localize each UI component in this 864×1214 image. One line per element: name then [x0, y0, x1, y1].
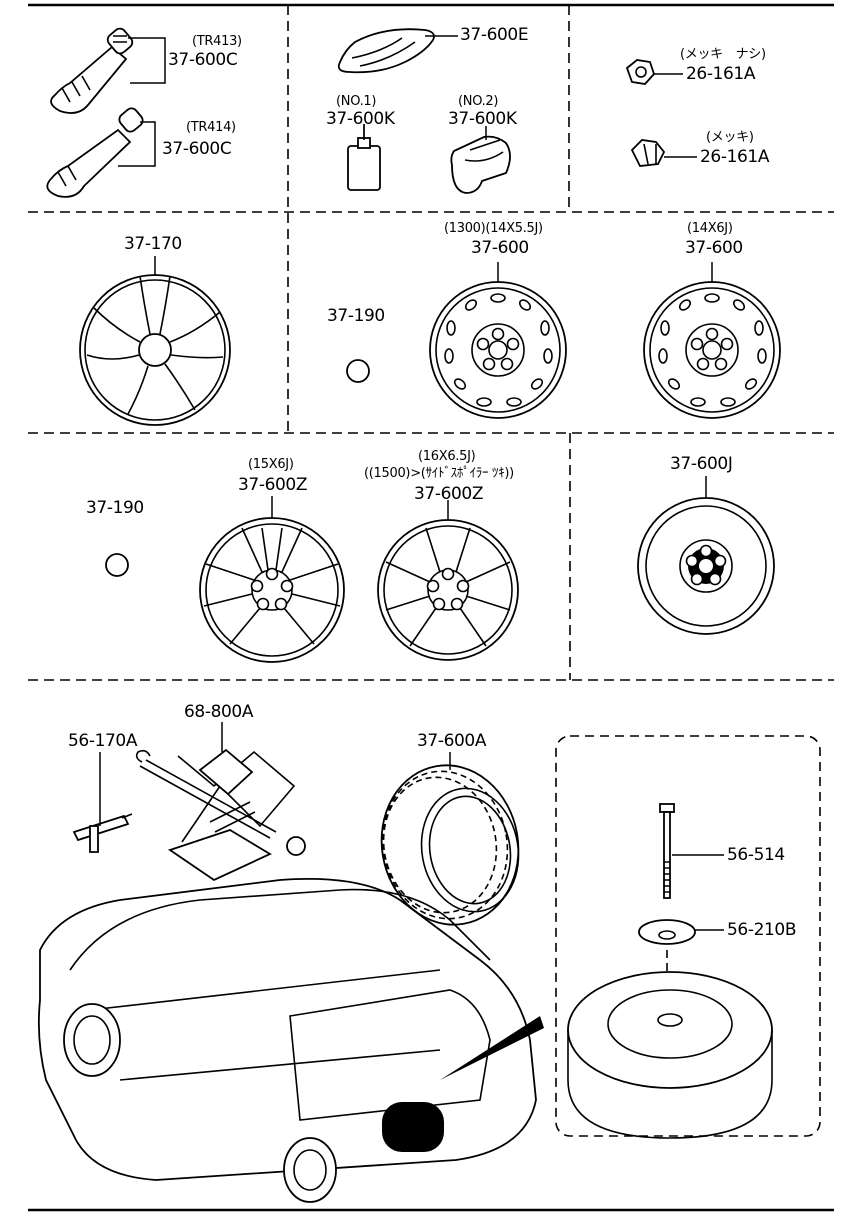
sealant-bottle [337, 28, 435, 74]
repair-kit-no2-note: (NO.2) [458, 94, 499, 109]
jack-handle-part-number: 56-170A [68, 731, 138, 751]
nut-plated-note: (メッキ) [706, 130, 754, 145]
hold-down-bolt [659, 803, 675, 899]
valve-tr413-part-number: 37-600C [168, 50, 238, 70]
steel-wheel-14x55 [429, 281, 567, 419]
spare-tire-part-number: 37-600A [417, 731, 487, 751]
wheel-16x65-note-size: (16X6.5J) [418, 449, 476, 464]
jack-handle [72, 813, 133, 853]
spare-wheel-temporary [637, 497, 775, 635]
nut-plain-note: (メッキ ナシ) [680, 47, 766, 62]
washer-part-number: 56-210B [727, 920, 797, 940]
lug-nut-plated [630, 139, 666, 167]
wheel-14x55-part-number: 37-600 [471, 238, 529, 258]
wheel-14x55-note: (1300)(14X5.5J) [444, 221, 543, 236]
frame [28, 3, 834, 1212]
repair-kit-no1-part-number: 37-600K [326, 109, 395, 129]
center-ornament-alloy [105, 553, 129, 577]
jack-part-number: 68-800A [184, 702, 254, 722]
alloy-wheel-15x6 [199, 517, 345, 663]
valve-stem-tr413 [50, 27, 134, 114]
wheel-16x65-note-grade: ((1500)>(ｻｲﾄﾞｽﾎﾟｲﾗｰ ﾂｷ)) [364, 466, 514, 481]
repair-kit-no2-part-number: 37-600K [448, 109, 517, 129]
wheel-15x6-note: (15X6J) [248, 457, 294, 472]
nut-plated-part-number: 26-161A [700, 147, 770, 167]
tire-washer [638, 919, 696, 945]
ornament-alloy-part-number: 37-190 [86, 498, 144, 518]
scissor-jack [135, 748, 306, 882]
spare-wheel-part-number: 37-600J [670, 454, 733, 474]
wheel-14x6-part-number: 37-600 [685, 238, 743, 258]
wheel-14x6-note: (14X6J) [687, 221, 733, 236]
bolt-part-number: 56-514 [727, 845, 785, 865]
wheel-15x6-part-number: 37-600Z [238, 475, 308, 495]
spare-storage-inset [555, 735, 821, 1137]
lug-nut-plain [625, 59, 656, 85]
nut-plain-part-number: 26-161A [686, 64, 756, 84]
car-outline [37, 877, 544, 1203]
steel-wheel-14x6 [643, 281, 781, 419]
repair-kit-no1 [347, 124, 381, 191]
stored-spare-wheel [567, 971, 773, 1139]
repair-kit-no2 [450, 126, 511, 194]
wheel-cover [79, 274, 231, 426]
valve-tr414-note: (TR414) [186, 120, 236, 135]
spare-tire [380, 764, 520, 926]
valve-tr414-part-number: 37-600C [162, 139, 232, 159]
alloy-wheel-16x65 [377, 519, 519, 661]
center-ornament [346, 359, 370, 383]
sealant-part-number: 37-600E [460, 25, 529, 45]
valve-tr413-note: (TR413) [192, 34, 242, 49]
valve-stem-tr414 [46, 107, 144, 198]
wheel-16x65-part-number: 37-600Z [414, 484, 484, 504]
repair-kit-no1-note: (NO.1) [336, 94, 377, 109]
wheel-cover-part-number: 37-170 [124, 234, 182, 254]
ornament-part-number: 37-190 [327, 306, 385, 326]
